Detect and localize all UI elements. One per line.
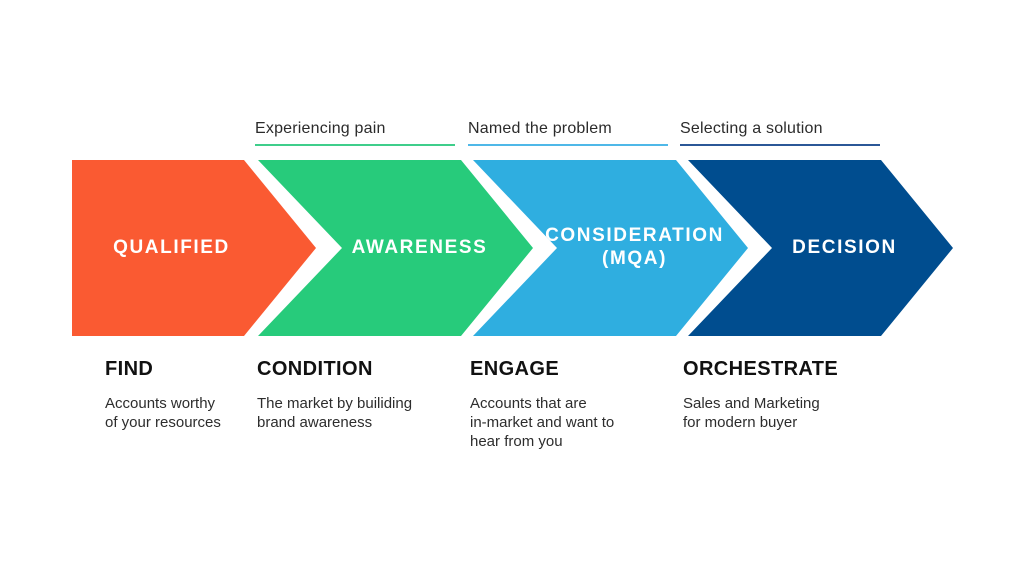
description-heading: CONDITION bbox=[257, 358, 373, 380]
stage-label-consideration: CONSIDERATION (MQA) bbox=[545, 225, 724, 269]
chevron-qualified: QUALIFIED bbox=[72, 160, 316, 336]
annotation-named-the-problem: Named the problem bbox=[468, 120, 668, 146]
description-find: FIND Accounts worthy of your resources bbox=[105, 358, 300, 433]
annotation-underline bbox=[680, 144, 880, 146]
stage-label-awareness: AWARENESS bbox=[351, 236, 488, 258]
annotation-label: Experiencing pain bbox=[255, 120, 386, 137]
stage-label-decision: DECISION bbox=[792, 236, 897, 258]
description-engage: ENGAGE Accounts that are in-market and w… bbox=[470, 358, 665, 451]
description-heading: ENGAGE bbox=[470, 358, 560, 380]
description-body: The market by builiding brand awareness bbox=[257, 395, 413, 431]
annotation-label: Selecting a solution bbox=[680, 120, 823, 137]
annotation-underline bbox=[255, 144, 455, 146]
annotation-underline bbox=[468, 144, 668, 146]
annotation-experiencing-pain: Experiencing pain bbox=[255, 120, 455, 146]
annotation-label: Named the problem bbox=[468, 120, 612, 137]
description-heading: ORCHESTRATE bbox=[683, 358, 839, 380]
description-orchestrate: ORCHESTRATE Sales and Marketing for mode… bbox=[683, 358, 878, 433]
description-heading: FIND bbox=[105, 358, 154, 380]
stage-label-qualified: QUALIFIED bbox=[113, 236, 230, 258]
annotation-selecting-a-solution: Selecting a solution bbox=[680, 120, 880, 146]
description-body: Accounts that are in-market and want to … bbox=[470, 395, 615, 450]
description-body: Sales and Marketing for modern buyer bbox=[683, 395, 820, 431]
description-condition: CONDITION The market by builiding brand … bbox=[257, 358, 452, 433]
description-body: Accounts worthy of your resources bbox=[105, 395, 221, 431]
